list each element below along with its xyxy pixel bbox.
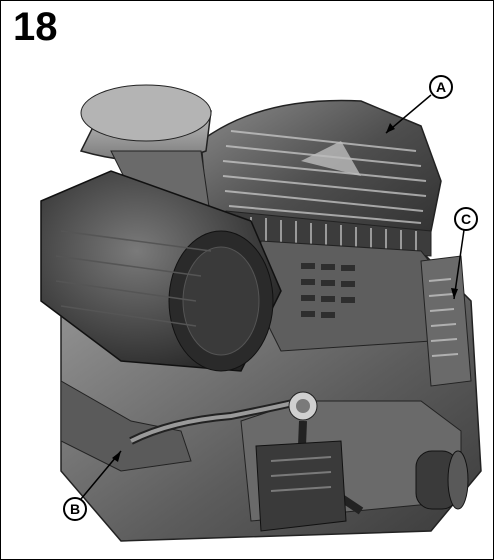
callout-a-label: A	[436, 79, 446, 95]
callout-b-label: B	[70, 501, 80, 517]
callout-c-label: C	[461, 211, 471, 227]
muffler	[415, 255, 472, 510]
callout-c: C	[451, 207, 478, 300]
oil-fill	[255, 440, 347, 532]
figure-number: 18	[13, 5, 58, 49]
callout-b: B	[63, 450, 122, 521]
air-filter	[40, 170, 282, 372]
callout-a: A	[385, 75, 453, 134]
